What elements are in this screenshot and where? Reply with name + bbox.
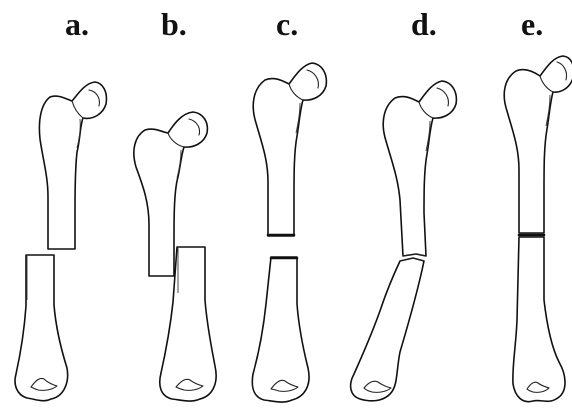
femur-c-proximal-fragment: [253, 63, 326, 236]
femur-d: [351, 81, 457, 401]
femur-a-proximal-fragment: [39, 82, 106, 249]
femur-e-proximal-fragment: [504, 56, 572, 233]
femur-a: [15, 82, 106, 401]
femur-e-distal-fragment: [513, 237, 565, 402]
femur-c: [252, 63, 326, 402]
femur-d-proximal-fragment: [383, 81, 456, 256]
femur-b: [134, 112, 216, 401]
femur-d-distal-fragment: [351, 258, 424, 401]
femur-e: [504, 56, 572, 402]
